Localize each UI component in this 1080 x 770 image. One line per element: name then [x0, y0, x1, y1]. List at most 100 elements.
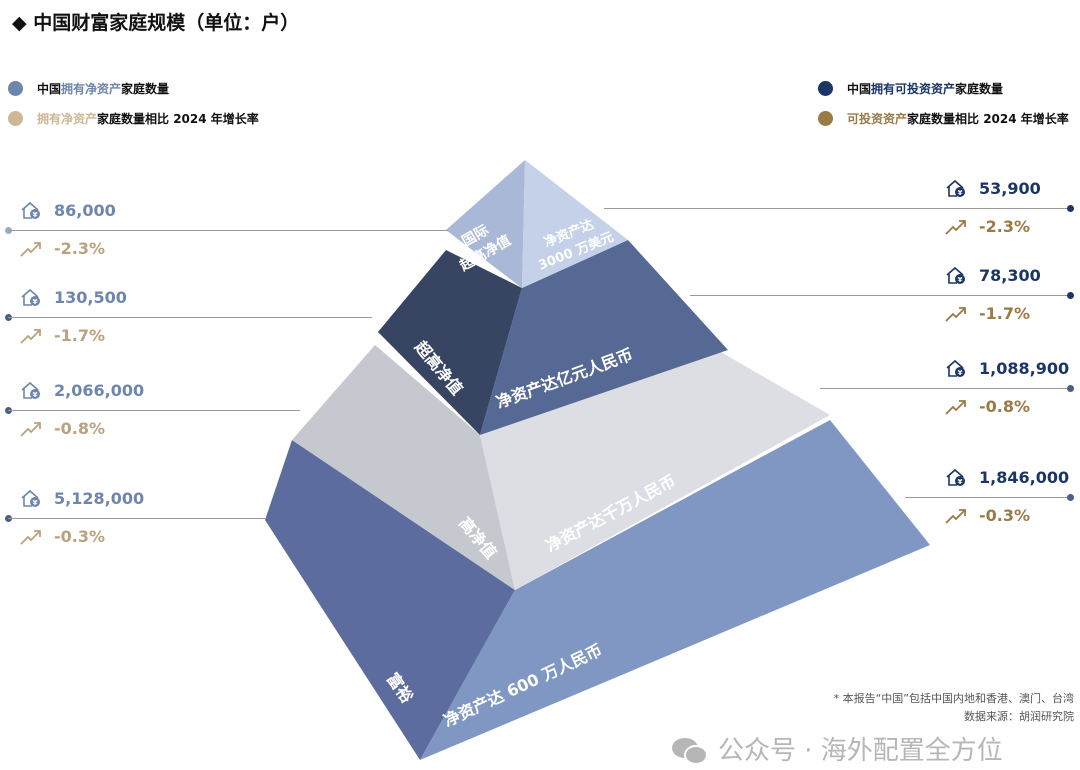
left-growth: -1.7% [20, 326, 105, 345]
trend-up-icon [20, 421, 41, 437]
left-growth: -0.8% [20, 419, 105, 438]
leader-line [8, 317, 372, 318]
leader-line [8, 230, 448, 231]
net-asset-growth: -0.8% [54, 419, 106, 438]
left-value: ¥5,128,000 [20, 488, 144, 508]
line-endpoint [1067, 494, 1074, 501]
tier1-left-face [446, 160, 525, 288]
right-growth: -0.8% [945, 397, 1030, 416]
left-value: ¥2,066,000 [20, 380, 144, 400]
house-yuan-icon: ¥ [946, 179, 965, 197]
svg-text:¥: ¥ [958, 276, 963, 284]
net-asset-count: 86,000 [54, 200, 116, 220]
leader-line [8, 518, 265, 519]
net-asset-growth: -0.3% [54, 527, 106, 546]
legend-highlight: 可投资资产 [847, 112, 908, 126]
house-yuan-icon: ¥ [21, 489, 40, 507]
legend-text: 家庭数量相比 2024 年增长率 [97, 112, 259, 126]
leader-line [690, 295, 1070, 296]
svg-text:¥: ¥ [958, 478, 963, 486]
house-yuan-icon: ¥ [946, 468, 965, 486]
left-value: ¥86,000 [20, 200, 116, 220]
trend-up-icon [945, 508, 966, 524]
leader-line [905, 497, 1070, 498]
right-value: ¥78,300 [945, 265, 1041, 285]
house-yuan-icon: ¥ [21, 288, 40, 306]
legend-item-investable-growth: 可投资资产家庭数量相比 2024 年增长率 [818, 110, 1069, 127]
legend-item-investable: 中国拥有可投资资产家庭数量 [818, 80, 1003, 97]
legend-dot [8, 111, 23, 126]
investable-growth: -2.3% [979, 217, 1031, 236]
svg-text:¥: ¥ [33, 298, 38, 306]
line-endpoint [1067, 205, 1074, 212]
investable-growth: -0.3% [979, 506, 1031, 525]
svg-text:¥: ¥ [33, 211, 38, 219]
wechat-icon [672, 738, 708, 765]
tier2-left-face [378, 250, 522, 435]
house-yuan-icon: ¥ [21, 201, 40, 219]
investable-count: 53,900 [979, 178, 1041, 198]
house-yuan-icon: ¥ [946, 266, 965, 284]
left-growth: -2.3% [20, 239, 105, 258]
page-title: ◆ 中国财富家庭规模（单位：户） [12, 12, 300, 34]
right-growth: -0.3% [945, 506, 1030, 525]
tier1-right-face [522, 160, 628, 288]
svg-text:¥: ¥ [958, 189, 963, 197]
legend-highlight: 拥有净资产 [37, 112, 98, 126]
legend-dot [8, 81, 23, 96]
legend-text: 家庭数量 [121, 82, 170, 96]
left-growth: -0.3% [20, 527, 105, 546]
net-asset-growth: -1.7% [54, 326, 106, 345]
investable-growth: -0.8% [979, 397, 1031, 416]
legend-dot [818, 111, 833, 126]
right-growth: -2.3% [945, 217, 1030, 236]
legend-highlight: 拥有净资产 [61, 82, 122, 96]
legend-item-net-assets: 中国拥有净资产家庭数量 [8, 80, 169, 97]
legend-text: 家庭数量 [955, 82, 1004, 96]
trend-up-icon [945, 219, 966, 235]
right-value: ¥1,846,000 [945, 467, 1069, 487]
investable-count: 78,300 [979, 265, 1041, 285]
legend-highlight: 拥有可投资资产 [871, 82, 956, 96]
net-asset-count: 130,500 [54, 287, 127, 307]
line-endpoint [1067, 292, 1074, 299]
net-asset-count: 2,066,000 [54, 380, 145, 400]
leader-line [604, 208, 1070, 209]
net-asset-count: 5,128,000 [54, 488, 145, 508]
trend-up-icon [20, 328, 41, 344]
line-endpoint [1067, 385, 1074, 392]
leader-line [820, 388, 1070, 389]
legend-text: 中国 [37, 82, 62, 96]
watermark-text: 公众号 · 海外配置全方位 [718, 736, 1003, 766]
svg-text:¥: ¥ [33, 391, 38, 399]
investable-count: 1,846,000 [979, 467, 1070, 487]
legend-item-net-growth: 拥有净资产家庭数量相比 2024 年增长率 [8, 110, 259, 127]
trend-up-icon [945, 306, 966, 322]
trend-up-icon [20, 241, 41, 257]
svg-text:¥: ¥ [958, 369, 963, 377]
house-yuan-icon: ¥ [21, 381, 40, 399]
data-source: 数据来源：胡润研究院 [964, 710, 1074, 723]
investable-count: 1,088,900 [979, 358, 1070, 378]
legend-text: 家庭数量相比 2024 年增长率 [907, 112, 1069, 126]
leader-line [8, 410, 300, 411]
legend-text: 中国 [847, 82, 872, 96]
tier4-left-face [265, 440, 515, 760]
tier2-right-face [480, 240, 728, 435]
legend-dot [818, 81, 833, 96]
net-asset-growth: -2.3% [54, 239, 106, 258]
trend-up-icon [20, 529, 41, 545]
trend-up-icon [945, 399, 966, 415]
house-yuan-icon: ¥ [946, 359, 965, 377]
right-value: ¥1,088,900 [945, 358, 1069, 378]
watermark: 公众号 · 海外配置全方位 [670, 736, 1003, 766]
tier3-left-face [292, 345, 515, 590]
tier4-right-face [420, 420, 930, 760]
right-value: ¥53,900 [945, 178, 1041, 198]
footnote: * 本报告“中国”包括中国内地和香港、澳门、台湾 [833, 692, 1074, 705]
right-growth: -1.7% [945, 304, 1030, 323]
investable-growth: -1.7% [979, 304, 1031, 323]
svg-text:¥: ¥ [33, 499, 38, 507]
left-value: ¥130,500 [20, 287, 127, 307]
